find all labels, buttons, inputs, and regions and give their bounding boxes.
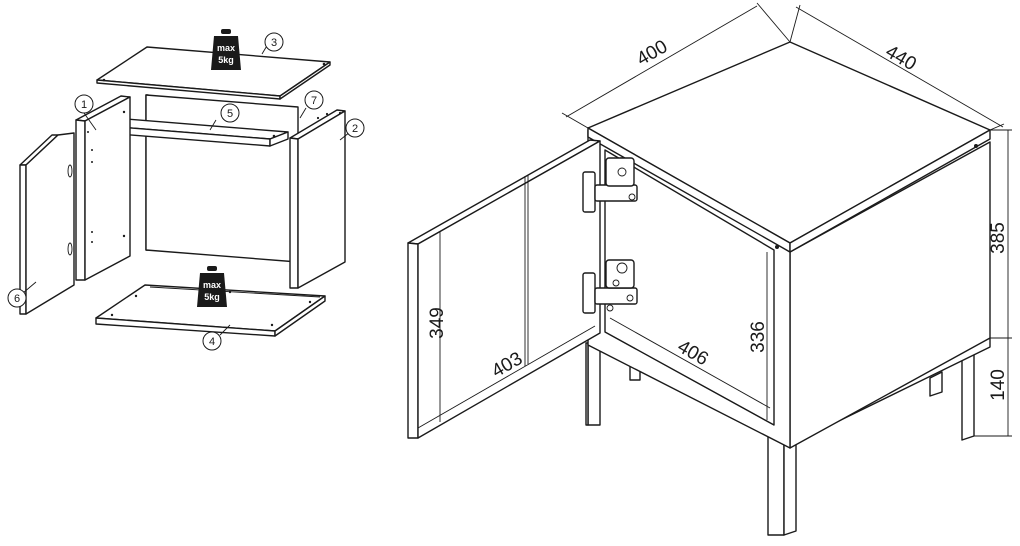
load-badge-text: max xyxy=(217,43,235,53)
open-door xyxy=(407,139,601,439)
dimension-door-height: 349 xyxy=(427,232,448,422)
dimension-inner-height: 336 xyxy=(748,252,769,420)
callout-part-5: 5 xyxy=(209,103,240,131)
dimension-label-depth: 440 xyxy=(882,41,920,75)
assembled-view: 400 440 385 140 349 403 xyxy=(407,2,1012,536)
bottom-panel xyxy=(95,284,326,337)
back-panel xyxy=(145,94,299,263)
exploded-view: max 5kg max 5kg 3 1 5 7 xyxy=(7,29,365,351)
part-label: 3 xyxy=(271,37,277,49)
callout-part-3: 3 xyxy=(261,32,284,55)
hinge-bottom xyxy=(582,259,638,314)
callout-part-2: 2 xyxy=(339,118,365,141)
dimension-label-door-height: 349 xyxy=(427,307,448,339)
dimension-label-inner-height: 336 xyxy=(748,321,769,353)
part-label: 4 xyxy=(209,336,215,348)
dimension-label-width: 400 xyxy=(633,36,671,70)
load-badge-bottom: max 5kg xyxy=(197,266,227,307)
callout-part-7: 7 xyxy=(299,90,324,119)
right-side-panel xyxy=(289,109,346,289)
part-label: 6 xyxy=(14,293,20,305)
door-panel xyxy=(19,132,75,315)
part-label: 5 xyxy=(227,108,233,120)
load-badge-top: max 5kg xyxy=(211,29,241,70)
dimension-label-leg-height: 140 xyxy=(988,369,1009,401)
part-label: 1 xyxy=(81,99,87,111)
callout-part-4: 4 xyxy=(202,324,231,351)
load-badge-text: max xyxy=(203,280,221,290)
callout-part-6: 6 xyxy=(7,281,37,308)
load-badge-text: 5kg xyxy=(218,55,234,65)
left-side-panel xyxy=(75,95,131,281)
part-label: 2 xyxy=(352,123,358,135)
dimension-label-body-height: 385 xyxy=(988,222,1009,254)
dimension-body-height: 385 xyxy=(988,129,1012,339)
part-label: 7 xyxy=(311,95,317,107)
hinge-top xyxy=(582,157,638,213)
top-panel xyxy=(96,46,331,100)
callout-part-1: 1 xyxy=(74,94,97,131)
load-badge-text: 5kg xyxy=(204,292,220,302)
dimension-leg-height: 140 xyxy=(974,338,1012,437)
